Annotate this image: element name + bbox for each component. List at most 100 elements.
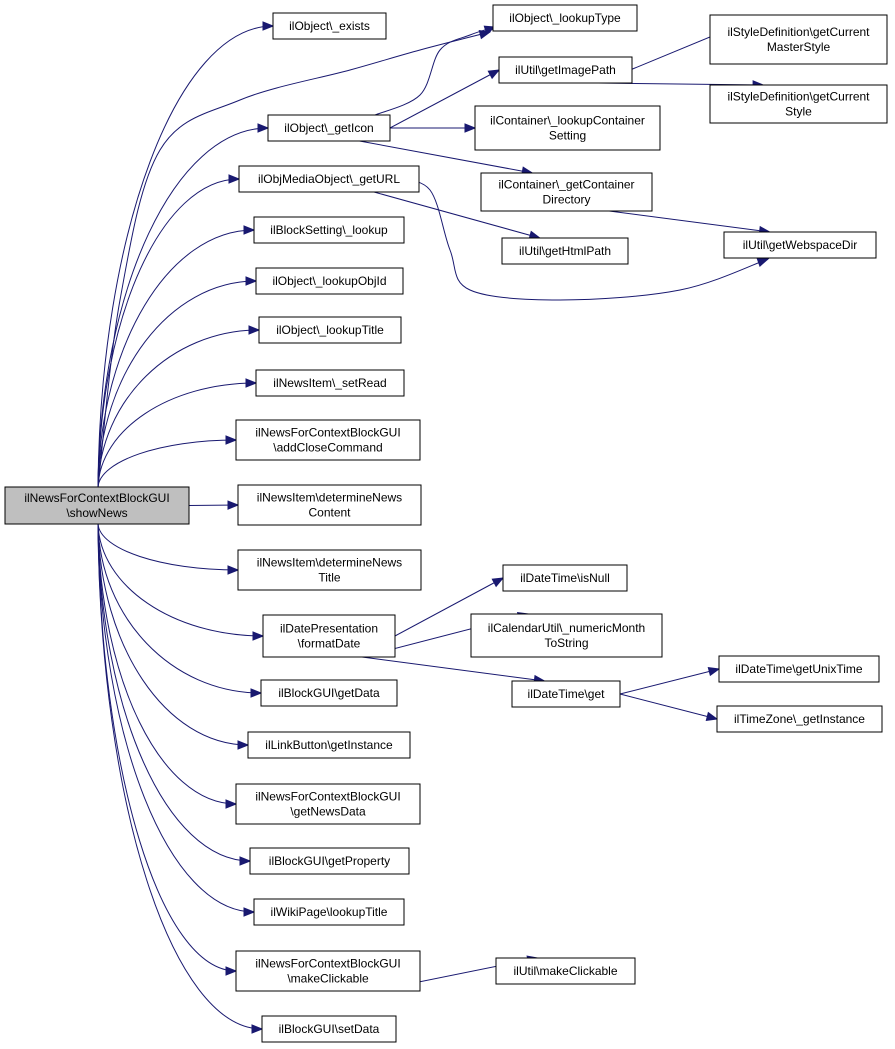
edge-root-to-get-property (97, 523, 251, 862)
node-wiki-lookup-title[interactable]: ilWikiPage\lookupTitle (253, 898, 405, 926)
node-label-line: MasterStyle (767, 40, 831, 54)
node-get-unix-time[interactable]: ilDateTime\getUnixTime (718, 655, 880, 683)
node-label-line: \formatDate (298, 637, 361, 651)
edge-date-time-get-to-get-unix-time-arrowhead (707, 667, 721, 677)
edge-root-to-exists-arrowhead (262, 21, 275, 31)
node-get-news-data[interactable]: ilNewsForContextBlockGUI\getNewsData (235, 783, 421, 825)
node-box (235, 783, 421, 825)
node-label-line: ilUtil\getWebspaceDir (743, 238, 858, 252)
node-box (260, 679, 398, 707)
edge-date-time-get-to-get-unix-time (619, 668, 720, 695)
node-label-line: ilNewsForContextBlockGUI (255, 957, 400, 971)
node-util-make-clickable[interactable]: ilUtil\makeClickable (495, 957, 636, 985)
node-format-date[interactable]: ilDatePresentation\formatDate (262, 614, 396, 658)
edge-root-to-get-property-arrowhead (239, 856, 252, 866)
node-exists[interactable]: ilObject\_exists (272, 12, 387, 40)
node-label-line: ilTimeZone\_getInstance (734, 712, 865, 726)
node-lookup-obj-id[interactable]: ilObject\_lookupObjId (255, 267, 404, 295)
edge-root-to-lookup-type (97, 31, 491, 488)
edge-root-to-lookup-obj-id (97, 280, 257, 488)
node-make-clickable[interactable]: ilNewsForContextBlockGUI\makeClickable (235, 950, 421, 992)
node-label-line: ilDatePresentation (280, 622, 378, 636)
node-label-line: \showNews (66, 506, 127, 520)
edge-root-to-set-read (97, 382, 257, 488)
node-get-image-path[interactable]: ilUtil\getImagePath (498, 56, 633, 84)
edge-format-date-to-is-null (394, 577, 504, 637)
edge-root-to-get-data-arrowhead (250, 688, 263, 698)
node-label-line: ilNewsItem\determineNews (257, 491, 402, 505)
node-box (253, 898, 405, 926)
edge-root-to-exists (97, 25, 274, 488)
edge-root-to-wiki-lookup-title-arrowhead (243, 907, 256, 917)
edge-root-to-determine-news-title (97, 523, 239, 571)
node-label-line: Title (318, 571, 341, 585)
node-label-line: ilNewsForContextBlockGUI (255, 790, 400, 804)
edge-root-to-determine-news-content-arrowhead (227, 500, 240, 510)
node-label-line: Directory (542, 193, 590, 207)
edge-root-to-block-setting-lookup-arrowhead (243, 225, 256, 235)
node-box (237, 549, 422, 591)
node-lookup-title[interactable]: ilObject\_lookupTitle (258, 316, 402, 344)
node-get-instance-tz[interactable]: ilTimeZone\_getInstance (716, 705, 883, 733)
node-box (498, 56, 633, 84)
node-get-icon[interactable]: ilObject\_getIcon (267, 114, 391, 142)
node-lookup-type[interactable]: ilObject\_lookupType (492, 4, 638, 32)
node-box (709, 14, 888, 65)
node-box (255, 369, 405, 397)
edge-root-to-set-read-arrowhead (245, 378, 258, 388)
node-box (235, 419, 421, 461)
edge-root-to-lookup-title-arrowhead (248, 325, 261, 335)
edge-root-to-get-news-data (97, 523, 237, 805)
node-label-line: ilContainer\_lookupContainer (490, 114, 645, 128)
node-label-line: ilCalendarUtil\_numericMonth (488, 621, 645, 635)
node-label-line: ilBlockSetting\_lookup (270, 223, 388, 237)
node-set-read[interactable]: ilNewsItem\_setRead (255, 369, 405, 397)
node-label-line: ilDateTime\get (528, 687, 606, 701)
node-label-line: \addCloseCommand (273, 441, 382, 455)
node-get-html-path[interactable]: ilUtil\getHtmlPath (501, 237, 629, 265)
node-label-line: Content (308, 506, 351, 520)
node-box (261, 1015, 397, 1043)
node-label-line: ilUtil\makeClickable (513, 964, 617, 978)
node-get-data[interactable]: ilBlockGUI\getData (260, 679, 398, 707)
node-box (258, 316, 402, 344)
root-node-show-news[interactable]: ilNewsForContextBlockGUI\showNews (4, 486, 190, 525)
node-box (249, 847, 410, 875)
node-label-line: ilNewsItem\determineNews (257, 556, 402, 570)
node-label-line: ilObjMediaObject\_getURL (258, 172, 400, 186)
edge-root-to-set-data (97, 523, 263, 1030)
node-box (718, 655, 880, 683)
node-box (716, 705, 883, 733)
edge-get-icon-to-lookup-type (374, 26, 496, 116)
node-box (502, 564, 628, 592)
node-label-line: ilContainer\_getContainer (498, 178, 634, 192)
edge-root-to-set-data-arrowhead (251, 1024, 264, 1034)
node-label-line: ilObject\_getIcon (284, 121, 373, 135)
node-label-line: Setting (549, 129, 586, 143)
node-add-close-command[interactable]: ilNewsForContextBlockGUI\addCloseCommand (235, 419, 421, 461)
node-link-button-get-instance[interactable]: ilLinkButton\getInstance (247, 731, 411, 759)
node-block-setting-lookup[interactable]: ilBlockSetting\_lookup (253, 216, 405, 244)
node-date-time-get[interactable]: ilDateTime\get (511, 680, 621, 708)
node-label-line: \makeClickable (287, 972, 369, 986)
edge-get-url-to-get-html-path (373, 191, 540, 239)
node-get-webspace-dir[interactable]: ilUtil\getWebspaceDir (723, 231, 877, 259)
edge-date-time-get-to-get-instance-tz-arrowhead (705, 711, 719, 721)
edge-root-to-link-button-get-instance (97, 523, 249, 746)
node-get-url[interactable]: ilObjMediaObject\_getURL (238, 165, 420, 193)
edge-root-to-determine-news-title-arrowhead (227, 565, 240, 575)
edge-format-date-to-is-null-arrowhead (491, 577, 505, 588)
edge-get-icon-to-get-image-path (389, 69, 500, 129)
node-box (470, 613, 663, 658)
node-get-property[interactable]: ilBlockGUI\getProperty (249, 847, 410, 875)
node-is-null[interactable]: ilDateTime\isNull (502, 564, 628, 592)
node-set-data[interactable]: ilBlockGUI\setData (261, 1015, 397, 1043)
edge-root-to-make-clickable (97, 523, 237, 972)
